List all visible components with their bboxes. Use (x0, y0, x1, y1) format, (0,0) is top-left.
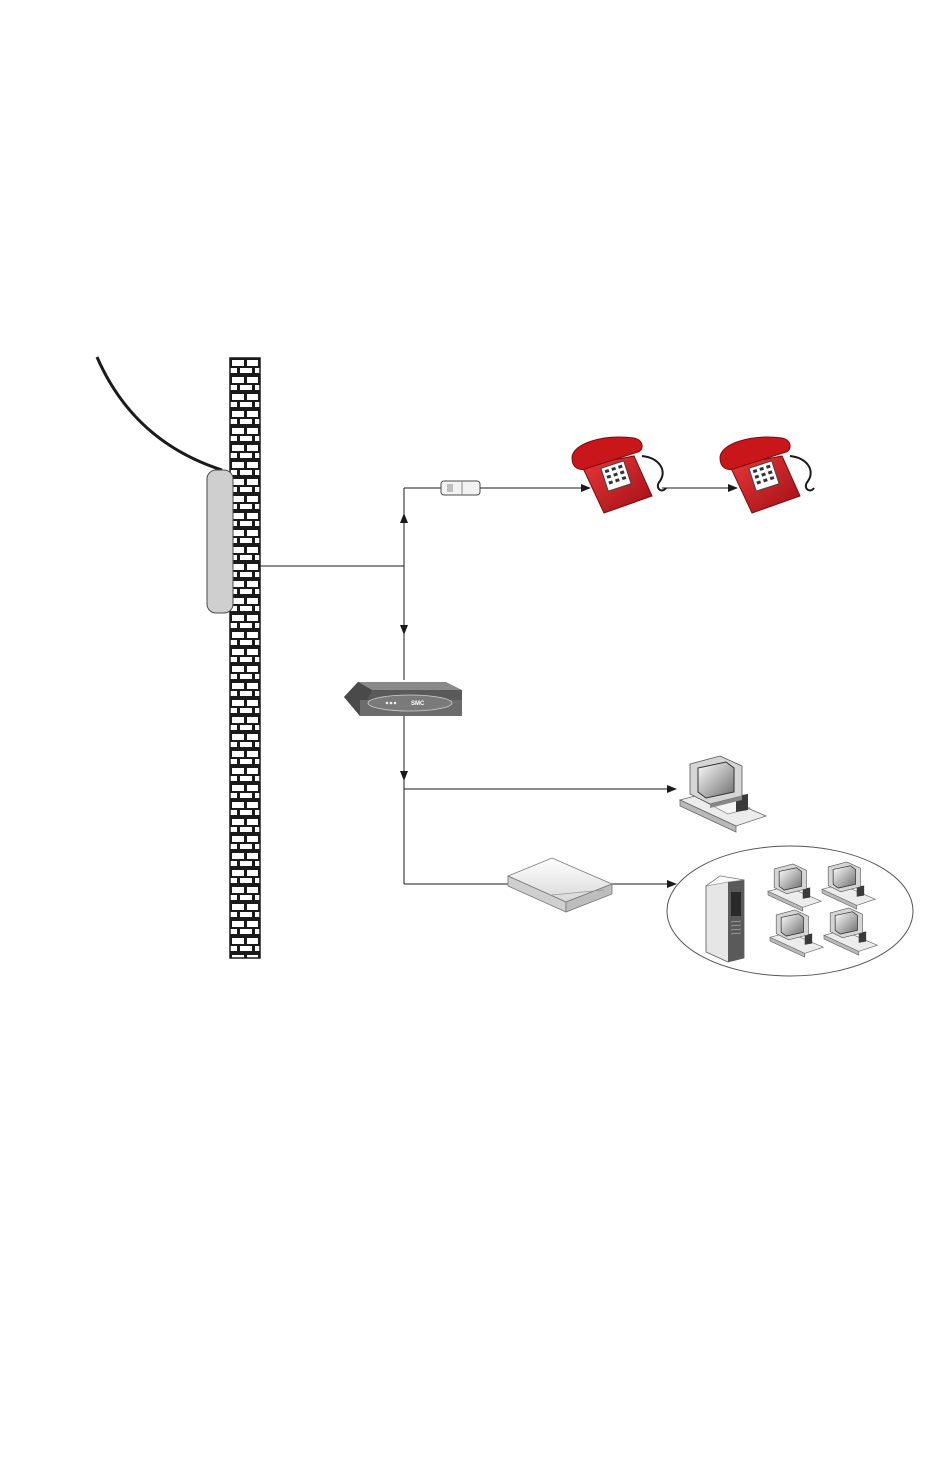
brick-wall (230, 358, 260, 958)
lan-network-icon (667, 846, 913, 976)
telephone-icon (720, 437, 814, 513)
splitter-icon (441, 481, 480, 495)
modem-icon: SMC (344, 682, 462, 716)
modem-brand-logo: SMC (411, 701, 425, 707)
cable-icon (97, 357, 222, 470)
wall-plate-icon (207, 470, 233, 613)
wires (260, 488, 737, 884)
computer-icon (680, 756, 766, 832)
router-icon (508, 858, 612, 912)
telephone-icon (572, 437, 666, 513)
server-icon (706, 876, 744, 962)
